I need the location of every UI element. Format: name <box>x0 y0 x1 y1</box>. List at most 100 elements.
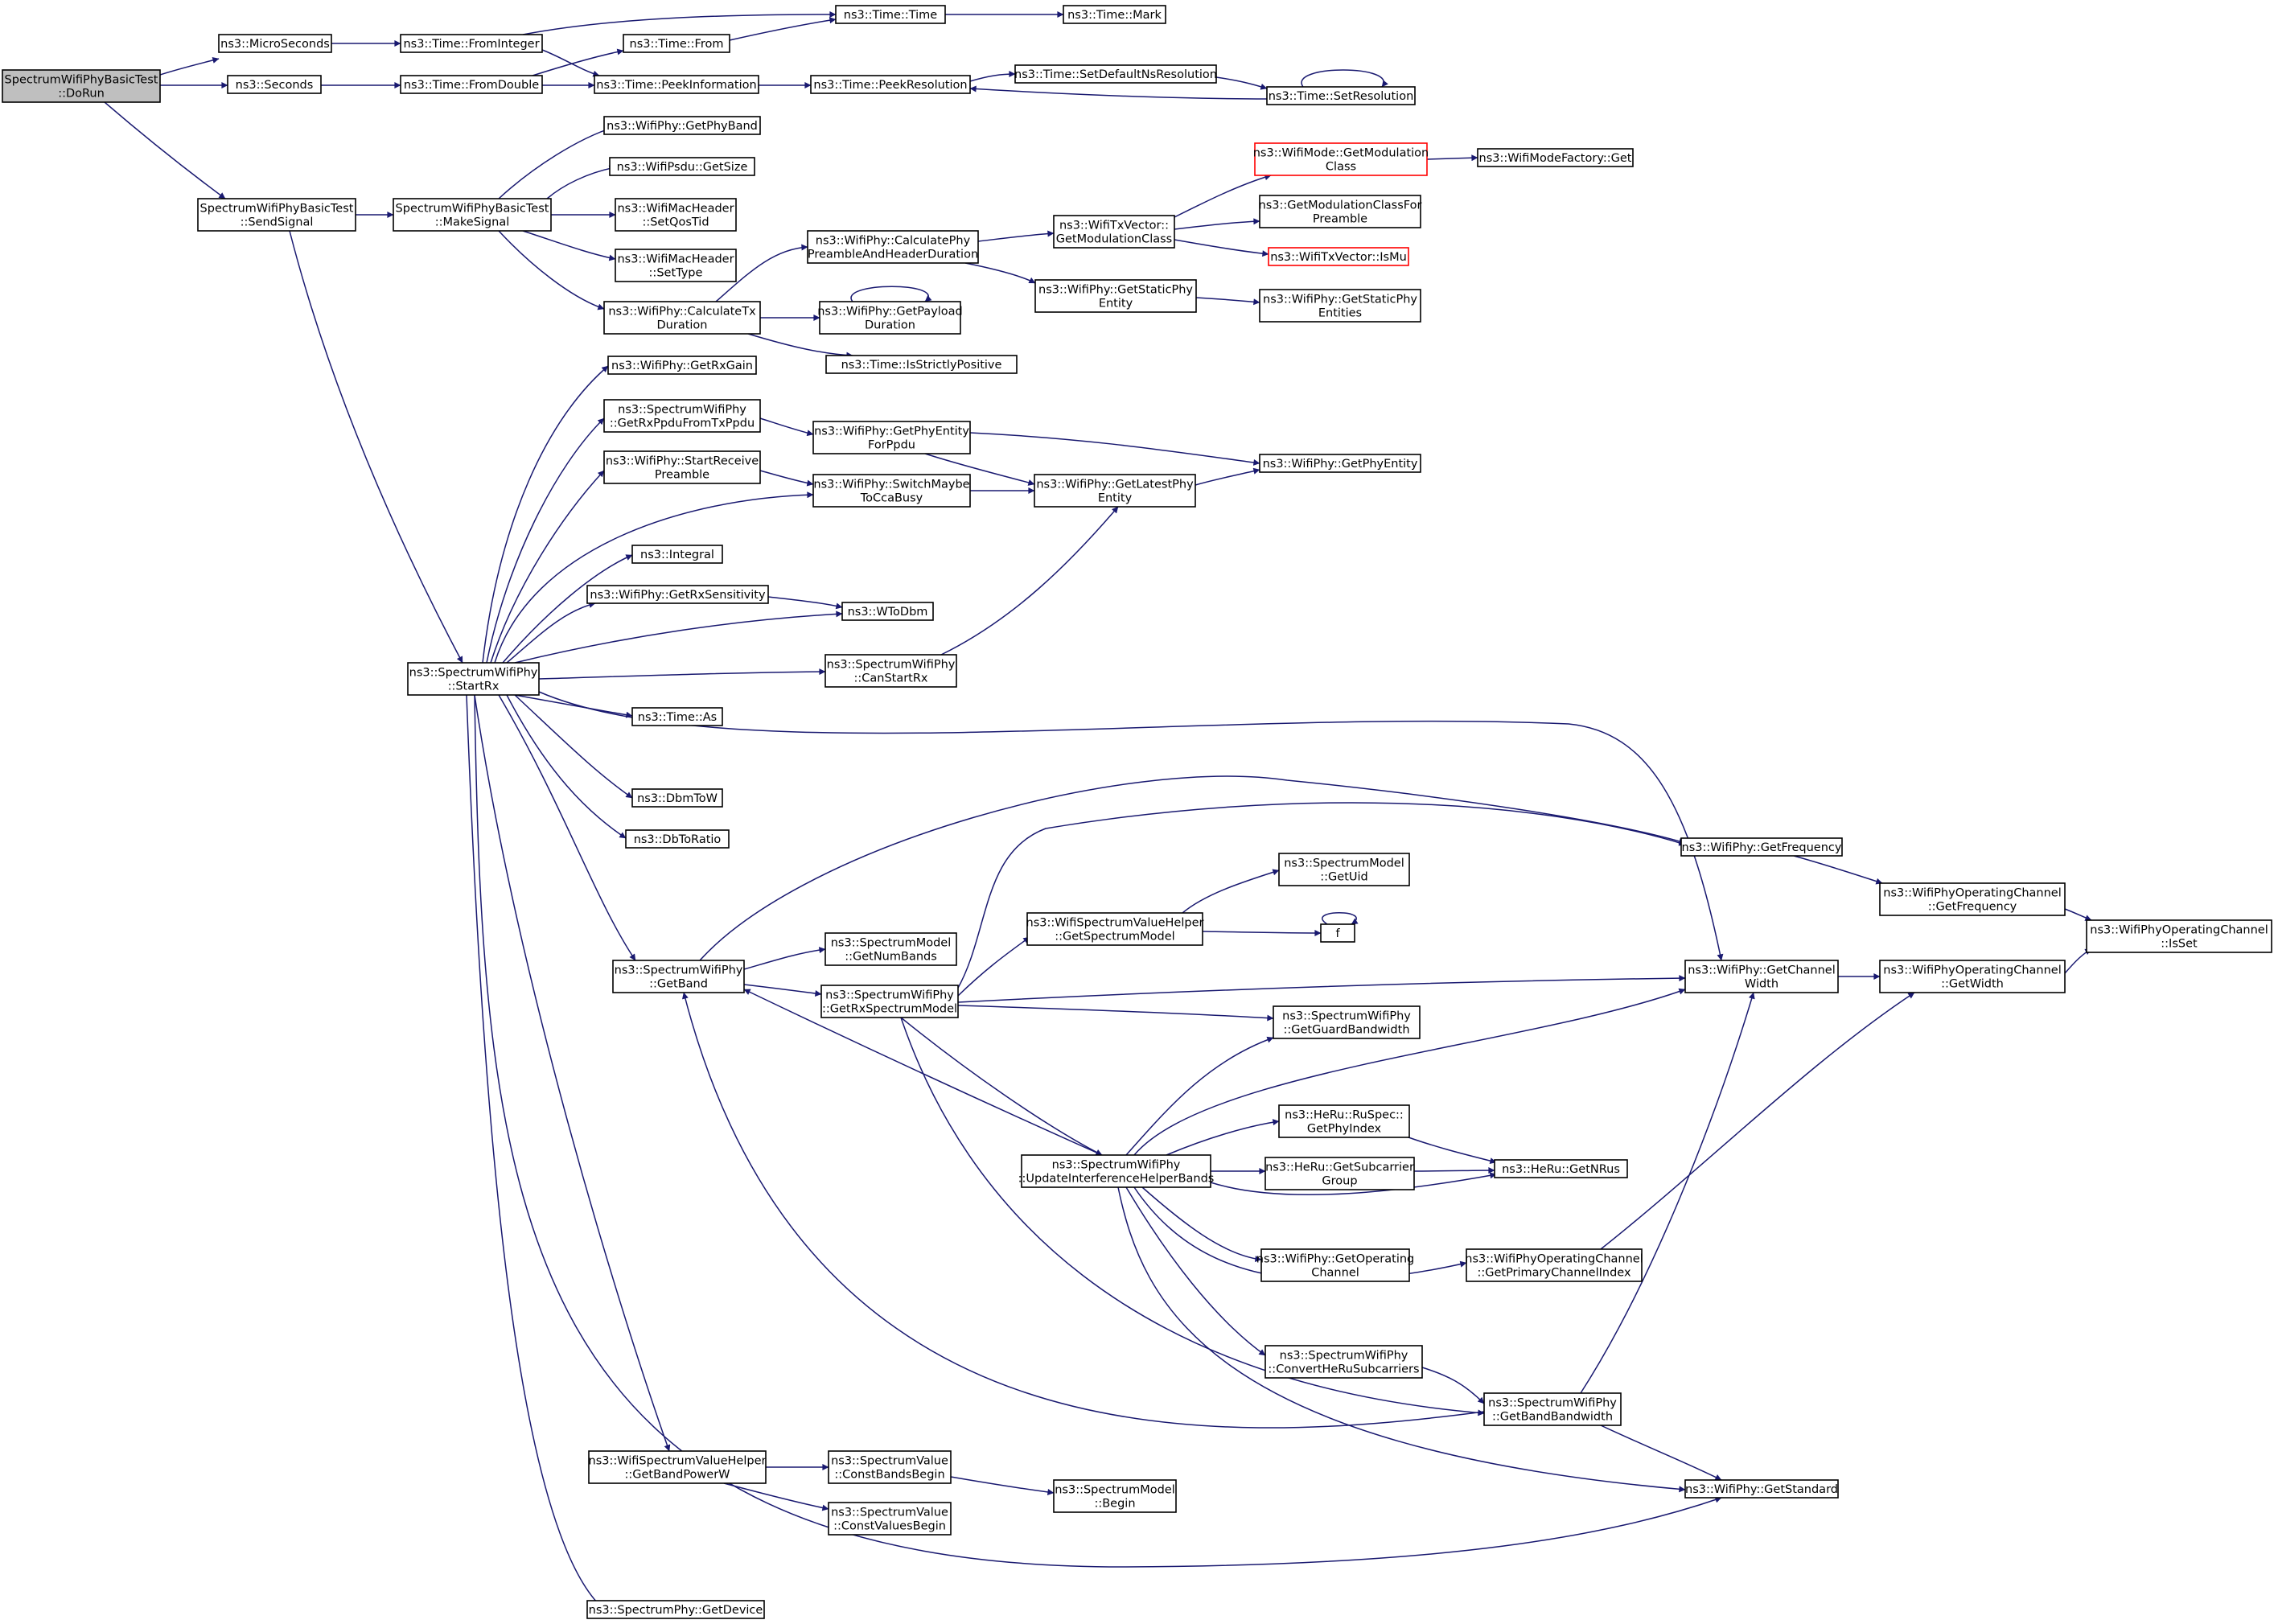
node-box[interactable] <box>612 960 745 993</box>
node-calcPreamble[interactable]: ns3::WifiPhy::CalculatePhyPreambleAndHea… <box>807 230 979 264</box>
node-box[interactable] <box>1879 882 2066 916</box>
node-opGetWidth[interactable]: ns3::WifiPhyOperatingChannel::GetWidth <box>1879 960 2066 993</box>
node-box[interactable] <box>1684 960 1839 993</box>
node-box[interactable] <box>603 399 761 433</box>
node-box[interactable] <box>1021 1154 1211 1188</box>
node-box[interactable] <box>820 985 959 1018</box>
node-smGetUid[interactable]: ns3::SpectrumModel::GetUid <box>1278 853 1410 886</box>
node-timeFrom[interactable]: ns3::Time::From <box>623 34 730 53</box>
node-box[interactable] <box>1034 474 1196 508</box>
node-box[interactable] <box>1053 215 1175 249</box>
node-box[interactable] <box>1026 912 1203 946</box>
node-getPhyEnt[interactable]: ns3::WifiPhy::GetPhyEntity <box>1259 454 1421 473</box>
node-setRes[interactable]: ns3::Time::SetResolution <box>1266 86 1416 105</box>
node-getGuardBw[interactable]: ns3::SpectrumWifiPhy::GetGuardBandwidth <box>1273 1005 1421 1039</box>
node-box[interactable] <box>586 1600 765 1619</box>
node-constBandsBegin[interactable]: ns3::SpectrumValue::ConstBandsBegin <box>828 1450 952 1484</box>
node-integral[interactable]: ns3::Integral <box>631 545 723 564</box>
node-box[interactable] <box>1264 1345 1423 1379</box>
node-dorun[interactable]: SpectrumWifiPhyBasicTest::DoRun <box>2 69 161 103</box>
node-box[interactable] <box>594 75 759 94</box>
node-opGetFreq[interactable]: ns3::WifiPhyOperatingChannel::GetFrequen… <box>1879 882 2066 916</box>
node-box[interactable] <box>588 1450 767 1484</box>
node-box[interactable] <box>218 34 332 53</box>
node-box[interactable] <box>607 356 757 375</box>
node-box[interactable] <box>824 932 957 966</box>
node-getRxPpdu[interactable]: ns3::SpectrumWifiPhy::GetRxPpduFromTxPpd… <box>603 399 761 433</box>
node-getNRus[interactable]: ns3::HeRu::GetNRus <box>1494 1159 1628 1178</box>
node-dbmToW[interactable]: ns3::DbmToW <box>631 788 723 808</box>
node-box[interactable] <box>1260 1248 1410 1282</box>
node-box[interactable] <box>1014 64 1217 84</box>
node-box[interactable] <box>812 474 971 508</box>
node-box[interactable] <box>835 5 946 24</box>
node-setQosTid[interactable]: ns3::WifiMacHeader::SetQosTid <box>615 198 737 232</box>
node-box[interactable] <box>819 301 961 335</box>
node-box[interactable] <box>623 34 730 53</box>
node-box[interactable] <box>393 198 552 232</box>
node-isStrictlyPos[interactable]: ns3::Time::IsStrictlyPositive <box>825 355 1018 374</box>
node-wToDbm[interactable]: ns3::WToDbm <box>841 602 934 621</box>
node-box[interactable] <box>828 1450 952 1484</box>
node-setType[interactable]: ns3::WifiMacHeader::SetType <box>615 249 737 282</box>
node-box[interactable] <box>1034 279 1197 313</box>
node-box[interactable] <box>1879 960 2066 993</box>
node-box[interactable] <box>1684 1479 1839 1499</box>
node-box[interactable] <box>1494 1159 1628 1178</box>
node-dbToRatio[interactable]: ns3::DbToRatio <box>625 829 730 849</box>
node-timeMark[interactable]: ns3::Time::Mark <box>1063 5 1166 24</box>
node-box[interactable] <box>603 116 761 135</box>
node-box[interactable] <box>841 602 934 621</box>
node-box[interactable] <box>1680 837 1843 857</box>
node-box[interactable] <box>631 707 723 726</box>
node-box[interactable] <box>810 75 971 94</box>
node-box[interactable] <box>400 75 543 94</box>
node-box[interactable] <box>1259 454 1421 473</box>
node-box[interactable] <box>615 198 737 232</box>
node-box[interactable] <box>2086 919 2272 953</box>
node-sendSignal[interactable]: SpectrumWifiPhyBasicTest::SendSignal <box>197 198 356 232</box>
node-box[interactable] <box>2 69 161 103</box>
node-box[interactable] <box>1273 1005 1421 1039</box>
node-smNumBands[interactable]: ns3::SpectrumModel::GetNumBands <box>824 932 957 966</box>
node-box[interactable] <box>1483 1392 1622 1426</box>
node-box[interactable] <box>631 788 723 808</box>
node-box[interactable] <box>1278 1104 1410 1138</box>
node-makeSignal[interactable]: SpectrumWifiPhyBasicTest::MakeSignal <box>393 198 552 232</box>
node-box[interactable] <box>586 585 769 604</box>
node-psduGetSize[interactable]: ns3::WifiPsdu::GetSize <box>609 157 755 176</box>
node-box[interactable] <box>1259 289 1421 323</box>
node-box[interactable] <box>603 301 761 335</box>
node-box[interactable] <box>1278 853 1410 886</box>
node-box[interactable] <box>825 355 1018 374</box>
node-getSpecModel[interactable]: ns3::WifiSpectrumValueHelper::GetSpectru… <box>1026 912 1204 946</box>
node-timeTime[interactable]: ns3::Time::Time <box>835 5 946 24</box>
node-box[interactable] <box>400 34 543 53</box>
node-constValuesBegin[interactable]: ns3::SpectrumValue::ConstValuesBegin <box>828 1502 952 1536</box>
node-getRxGain[interactable]: ns3::WifiPhy::GetRxGain <box>607 356 757 375</box>
node-box[interactable] <box>1053 1479 1177 1513</box>
node-getBandBw[interactable]: ns3::SpectrumWifiPhy::GetBandBandwidth <box>1483 1392 1622 1426</box>
node-convHeRu[interactable]: ns3::SpectrumWifiPhy::ConvertHeRuSubcarr… <box>1264 1345 1423 1379</box>
node-box[interactable] <box>828 1502 952 1536</box>
node-getBandPowerW[interactable]: ns3::WifiSpectrumValueHelper::GetBandPow… <box>588 1450 767 1484</box>
node-getModClassMode[interactable]: ns3::WifiMode::GetModulationClass <box>1253 142 1429 176</box>
node-getRxSpecModel[interactable]: ns3::SpectrumWifiPhy::GetRxSpectrumModel <box>820 985 959 1018</box>
node-fromInteger[interactable]: ns3::Time::FromInteger <box>400 34 543 53</box>
node-getModClassTx[interactable]: ns3::WifiTxVector::GetModulationClass <box>1053 215 1175 249</box>
node-box[interactable] <box>1268 247 1409 266</box>
node-getPrimIdx[interactable]: ns3::WifiPhyOperatingChannel::GetPrimary… <box>1465 1248 1643 1282</box>
node-box[interactable] <box>1254 142 1428 176</box>
node-box[interactable] <box>1266 86 1416 105</box>
node-box[interactable] <box>1063 5 1166 24</box>
node-canStartRx[interactable]: ns3::SpectrumWifiPhy::CanStartRx <box>824 654 957 688</box>
node-getDevice[interactable]: ns3::SpectrumPhy::GetDevice <box>586 1600 765 1619</box>
